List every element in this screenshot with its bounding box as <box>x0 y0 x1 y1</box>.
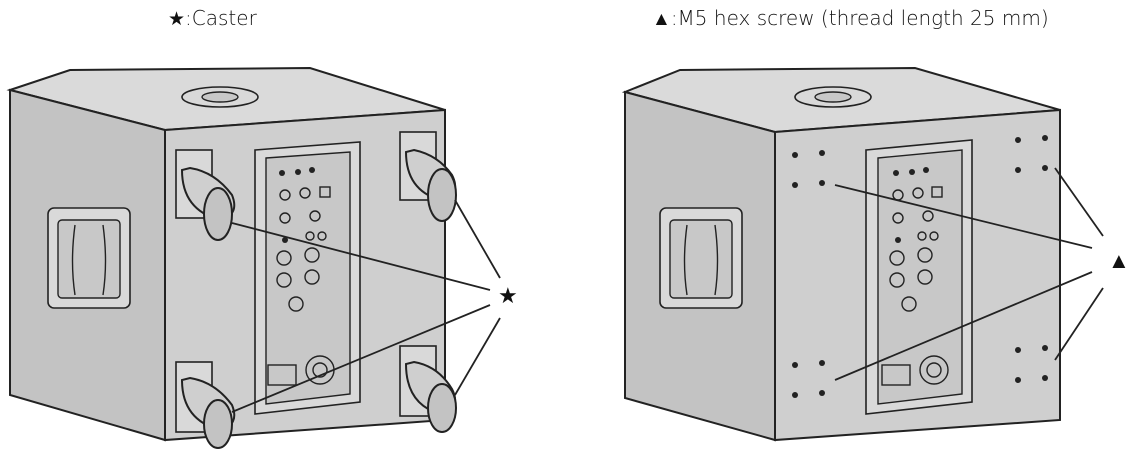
triangle-symbol: ▲ <box>652 8 671 30</box>
speaker-with-casters <box>6 66 501 449</box>
star-marker: ★ <box>498 283 518 308</box>
screw-pointer-lines <box>834 167 1104 381</box>
caster-caption: ★:Caster <box>168 6 257 30</box>
caster-top-left <box>175 149 236 241</box>
caster-bottom-right <box>399 345 457 433</box>
side-handle-right <box>659 207 743 309</box>
screw-caption-text: :M5 hex screw (thread length 25 mm) <box>670 6 1049 30</box>
amplifier-panel-right <box>865 139 973 415</box>
screw-caption: ▲:M5 hex screw (thread length 25 mm) <box>652 6 1049 31</box>
caster-pointer-lines <box>231 199 501 413</box>
speaker-with-screws <box>621 66 1104 442</box>
star-symbol: ★ <box>168 8 186 30</box>
side-handle <box>47 207 131 309</box>
screw-holes <box>792 135 1048 398</box>
caster-caption-text: :Caster <box>185 6 257 30</box>
caster-top-right <box>399 131 457 222</box>
amplifier-panel <box>254 141 361 415</box>
triangle-marker: ▲ <box>1108 248 1130 273</box>
caster-bottom-left <box>175 361 236 449</box>
